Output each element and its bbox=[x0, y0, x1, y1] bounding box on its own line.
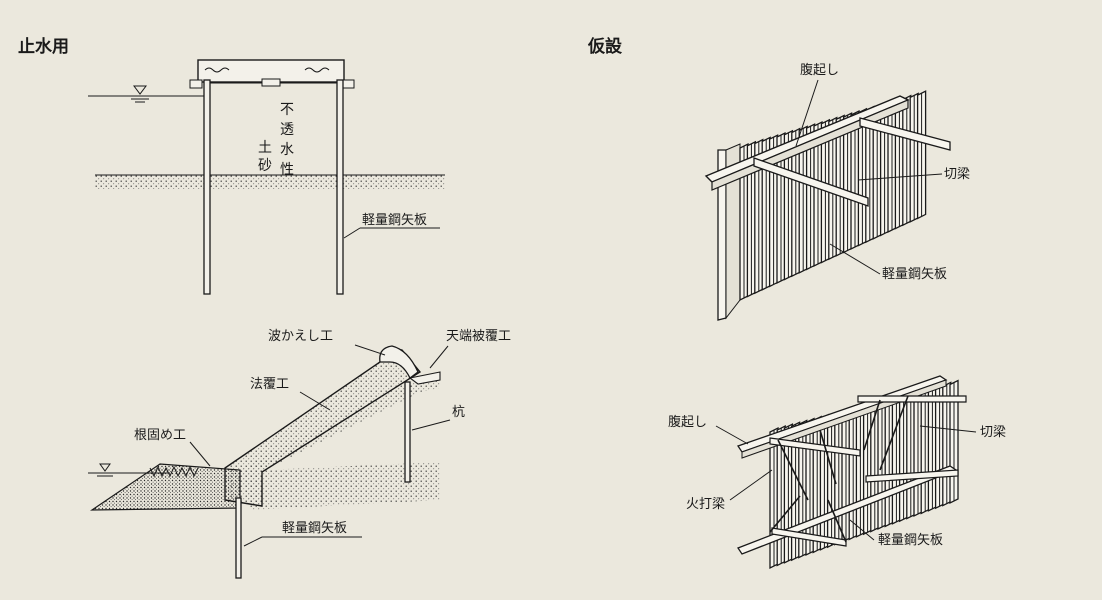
strut-label: 切梁 bbox=[944, 167, 970, 182]
shoring-top-sheet-pile-label: 軽量鋼矢板 bbox=[882, 267, 947, 282]
strut-beam bbox=[753, 157, 869, 207]
strut-beam bbox=[769, 437, 861, 457]
soil-char-1: 不 bbox=[280, 102, 294, 118]
shoring-wale-strut-diagram: 腹起し 切梁 軽量鋼矢板 bbox=[704, 62, 970, 321]
section-title-waterproof: 止水用 bbox=[18, 36, 69, 57]
cofferdam-pile-left bbox=[203, 79, 211, 295]
water-level-icon bbox=[131, 85, 149, 103]
strut-label-bottom: 切梁 bbox=[980, 425, 1006, 440]
pile-label: 杭 bbox=[452, 405, 465, 420]
soil-char-4: 性 bbox=[280, 162, 294, 178]
corner-strut bbox=[777, 439, 809, 501]
soil-char-6: 砂 bbox=[258, 158, 272, 174]
wave-return-label: 波かえし工 bbox=[268, 329, 333, 344]
soil-char-3: 水 bbox=[280, 142, 294, 158]
cofferdam-pile-right bbox=[336, 79, 344, 295]
crest-cover bbox=[408, 371, 441, 385]
soil-char-2: 透 bbox=[280, 122, 294, 138]
ground-soil bbox=[95, 175, 445, 189]
soil-char-5: 土 bbox=[258, 140, 272, 156]
cofferdam-diagram: 不 透 水 性 土 砂 軽量鋼矢板 bbox=[88, 59, 445, 295]
tie-rod-turnbuckle bbox=[261, 78, 281, 87]
toe-protection-label: 根固め工 bbox=[134, 428, 186, 443]
cofferdam-sheet-pile-label: 軽量鋼矢板 bbox=[362, 213, 427, 228]
crest-cover-label: 天端被覆工 bbox=[446, 329, 511, 344]
strut-beam-2 bbox=[859, 117, 951, 151]
seawall-pile bbox=[404, 381, 411, 483]
slope-cover-label: 法覆工 bbox=[250, 377, 289, 392]
seawall-sheet-pile-label: 軽量鋼矢板 bbox=[282, 521, 347, 536]
toe-protection-rubble bbox=[90, 463, 241, 511]
wale-label: 腹起し bbox=[800, 62, 839, 78]
wale-label-bottom: 腹起し bbox=[668, 414, 707, 430]
shoring-bottom-sheet-pile-label: 軽量鋼矢板 bbox=[878, 533, 943, 548]
seawall-diagram: 波かえし工 天端被覆工 法覆工 杭 根固め工 軽量鋼矢板 bbox=[88, 329, 511, 579]
wave-return bbox=[379, 345, 419, 379]
shoring-corner-strut-diagram: 腹起し 切梁 火打梁 軽量鋼矢板 bbox=[668, 375, 1006, 570]
water-level-icon bbox=[97, 463, 113, 477]
seawall-sheet-pile bbox=[235, 497, 242, 579]
corner-strut-label: 火打梁 bbox=[686, 497, 725, 512]
section-title-temporary: 仮設 bbox=[587, 36, 623, 57]
